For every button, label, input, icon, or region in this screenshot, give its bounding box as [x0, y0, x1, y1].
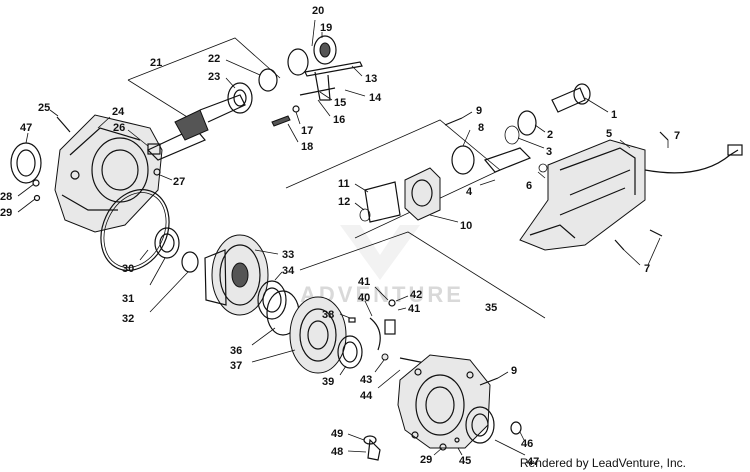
callout-1: 1 — [611, 109, 617, 121]
pinion-assembly — [146, 68, 300, 161]
callout-7a: 7 — [674, 130, 680, 142]
ring-12 — [359, 208, 371, 222]
bolt-25 — [56, 116, 71, 133]
callout-19: 19 — [320, 22, 332, 34]
clip-40 — [369, 317, 381, 351]
plug-27 — [153, 168, 161, 176]
callout-38: 38 — [322, 309, 334, 321]
callout-29b: 29 — [420, 454, 432, 466]
screw-42 — [388, 299, 396, 307]
callout-11: 11 — [338, 178, 350, 190]
callout-23: 23 — [208, 71, 220, 83]
ring-gear-33 — [204, 234, 269, 316]
rear-cover-housing — [397, 354, 491, 449]
callout-36: 36 — [230, 345, 242, 357]
bearing-34 — [257, 280, 287, 320]
callout-4: 4 — [466, 186, 473, 198]
callout-34: 34 — [282, 265, 295, 277]
o-ring-6 — [538, 163, 548, 173]
callout-8: 8 — [478, 122, 484, 134]
bolt-9-lower — [479, 377, 499, 386]
callout-41a: 41 — [358, 276, 370, 288]
callout-30: 30 — [122, 263, 134, 275]
callout-35: 35 — [485, 302, 497, 314]
callout-32: 32 — [122, 313, 134, 325]
callout-49: 49 — [331, 428, 343, 440]
callout-31: 31 — [122, 293, 134, 305]
callout-41b: 41 — [408, 303, 420, 315]
gasket-11 — [364, 181, 401, 223]
ring-3 — [504, 125, 520, 145]
plug-46 — [510, 421, 522, 435]
callout-2: 2 — [547, 129, 553, 141]
callout-5: 5 — [606, 128, 612, 140]
callout-21: 21 — [150, 57, 162, 69]
callout-3: 3 — [546, 146, 552, 158]
cover-37 — [289, 296, 347, 374]
callout-16: 16 — [333, 114, 345, 126]
callout-43: 43 — [360, 374, 372, 386]
washer-29-lower — [439, 443, 447, 451]
watermark-logo — [340, 225, 420, 280]
callout-42: 42 — [410, 289, 422, 301]
callout-28: 28 — [0, 191, 12, 203]
callout-18: 18 — [301, 141, 313, 153]
callout-10: 10 — [460, 220, 472, 232]
callout-labels: 1 2 3 4 5 6 7 7 8 9 9 10 11 — [0, 5, 680, 468]
callout-6: 6 — [526, 180, 532, 192]
callout-22: 22 — [208, 53, 220, 65]
callout-24: 24 — [112, 106, 125, 118]
callout-14: 14 — [369, 92, 382, 104]
pin-38 — [348, 317, 356, 323]
callout-12: 12 — [338, 196, 350, 208]
callout-26: 26 — [113, 122, 125, 134]
bolt-9-upper — [444, 117, 463, 126]
callout-48: 48 — [331, 446, 343, 458]
seal-47-right — [465, 406, 495, 444]
bracket-35 — [299, 231, 546, 319]
callout-29a: 29 — [0, 207, 12, 219]
main-housing — [54, 114, 163, 233]
bracket-4-part — [483, 147, 532, 173]
callout-17: 17 — [301, 125, 313, 137]
ball-43 — [381, 353, 389, 361]
callout-13: 13 — [365, 73, 377, 85]
drain-plug-48 — [367, 438, 381, 461]
callout-7b: 7 — [644, 263, 650, 275]
bearing-31 — [154, 227, 180, 259]
shift-fork-assembly — [287, 35, 363, 101]
callout-46: 46 — [521, 438, 533, 450]
callout-44: 44 — [360, 390, 373, 402]
block-41 — [384, 319, 396, 335]
seal-47-left — [10, 142, 42, 184]
callout-27: 27 — [173, 176, 185, 188]
callout-47a: 47 — [20, 122, 32, 134]
bracket-21 — [127, 37, 281, 81]
callout-33: 33 — [282, 249, 294, 261]
callout-37: 37 — [230, 360, 242, 372]
callout-25: 25 — [38, 102, 50, 114]
seal-2 — [517, 110, 537, 136]
callout-40: 40 — [358, 292, 370, 304]
callout-45: 45 — [459, 455, 471, 467]
o-ring-30 — [100, 189, 170, 271]
washer-29 — [33, 194, 41, 202]
collar-10 — [404, 167, 441, 221]
callout-15: 15 — [334, 97, 346, 109]
callout-47b: 47 — [527, 456, 539, 468]
seal-39 — [337, 335, 363, 369]
washer-45 — [454, 437, 460, 443]
actuator-shaft-1 — [551, 83, 591, 113]
callout-39: 39 — [322, 376, 334, 388]
ring-32 — [181, 251, 199, 273]
callout-9a: 9 — [476, 105, 482, 117]
credit-text: Rendered by LeadVenture, Inc. — [519, 456, 686, 470]
actuator-motor-5 — [519, 131, 743, 251]
bearing-8 — [451, 145, 475, 175]
callout-20: 20 — [312, 5, 324, 17]
plug-28 — [32, 179, 40, 187]
callout-9b: 9 — [511, 365, 517, 377]
